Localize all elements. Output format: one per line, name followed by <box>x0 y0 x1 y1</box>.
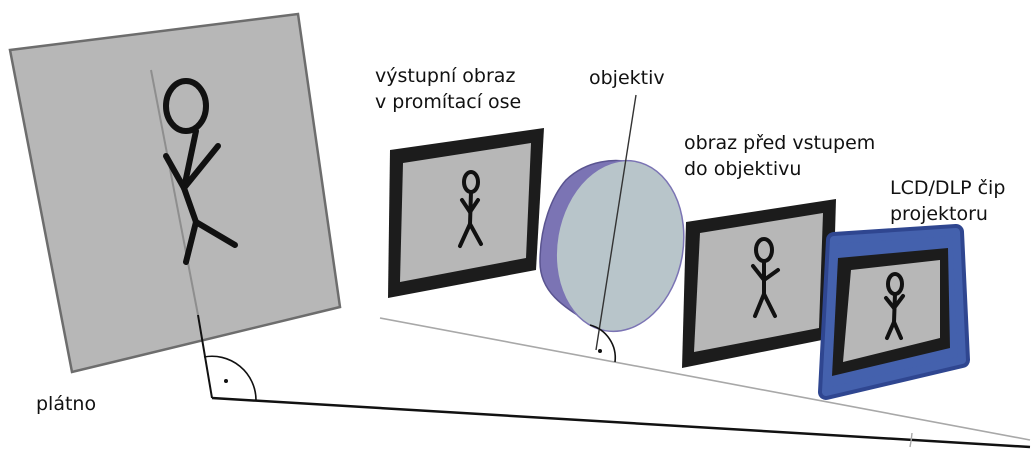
pre-lens-stick-figure <box>751 237 780 318</box>
screen-right-angle-arc <box>203 355 257 401</box>
lcd-dlp-chip <box>818 224 970 400</box>
label-chip-line2: projektoru <box>890 203 988 225</box>
output-image-stick-figure <box>458 170 483 248</box>
screen-vertical-line <box>150 69 199 316</box>
lens-right-angle-arc <box>589 324 617 363</box>
label-output-image-line2: v promítací ose <box>375 91 522 113</box>
screen-stick-figure <box>163 78 238 265</box>
label-lens: objektiv <box>589 67 665 89</box>
screen-right-angle-dot <box>224 379 228 383</box>
tilt-angle-arc <box>909 432 913 448</box>
chip-stick-figure <box>884 272 905 340</box>
projection-screen <box>8 12 342 374</box>
output-image-panel <box>388 128 544 298</box>
lens-right-angle-dot <box>598 349 602 353</box>
projection-baseline <box>211 396 1031 449</box>
label-pre-lens-line2: do objektivu <box>684 158 802 180</box>
lens-pointer-line <box>595 94 637 351</box>
lens <box>539 94 685 363</box>
label-screen: plátno <box>36 393 97 415</box>
label-pre-lens-line1: obraz před vstupem <box>684 132 876 154</box>
label-chip-line1: LCD/DLP čip <box>890 177 1006 199</box>
optical-axis-line <box>379 317 1031 441</box>
label-output-image-line1: výstupní obraz <box>375 65 516 87</box>
pre-lens-image-panel <box>682 199 836 368</box>
